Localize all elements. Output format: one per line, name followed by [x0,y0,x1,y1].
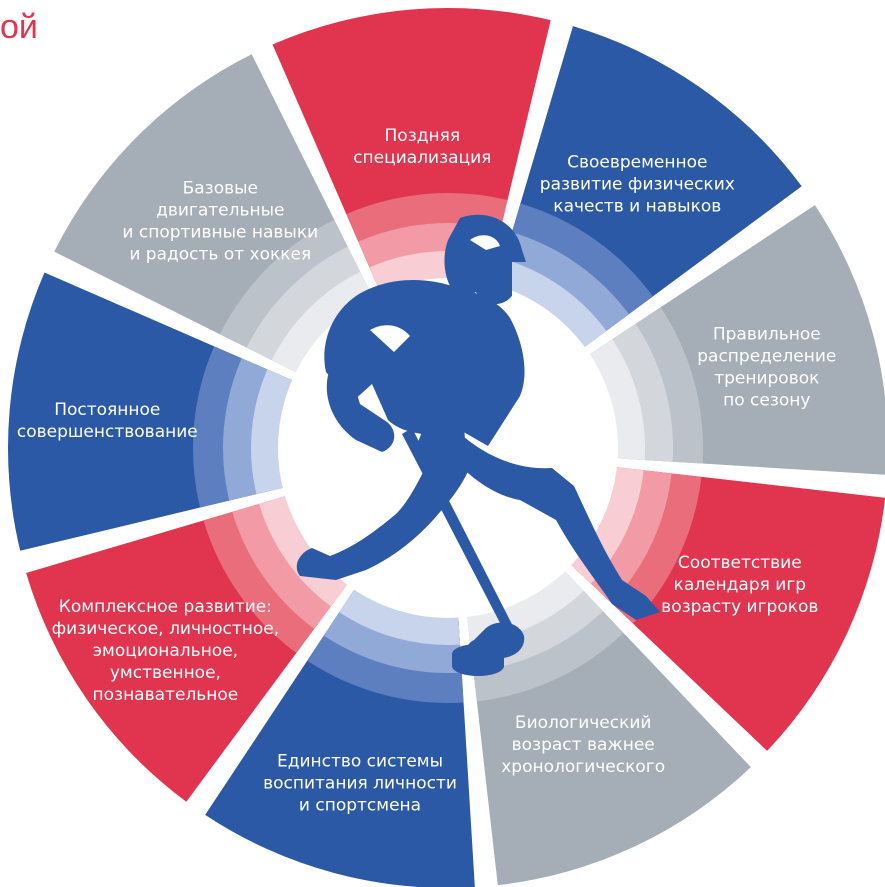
segment-5-label-line: хронологического [501,757,665,777]
segment-8-label-line: совершенствование [17,422,198,442]
segment-7-label-line: познавательное [93,685,239,705]
segment-7-label-line: умственное, [110,663,221,683]
heading-fragment: ой [0,8,38,46]
segment-7-label-line: эмоциональное, [93,641,238,661]
segment-4-label-line: возрасту игроков [661,597,818,617]
segment-3-label-line: тренировок [714,369,819,389]
segment-6-label-line: и спортсмена [299,795,421,815]
segment-3-label-line: Правильное [713,325,821,345]
segment-1-label-line: Поздняя [385,126,461,146]
segment-9-label-line: и радость от хоккея [129,244,311,264]
segment-7-label: Комплексное развитие:физическое, личност… [52,597,280,705]
player-highlights [370,235,500,352]
segment-9-label-line: двигательные [156,200,284,220]
segment-2-label-line: качеств и навыков [553,197,721,217]
segment-4-label-line: календаря игр [674,575,807,595]
segment-1-label-line: специализация [353,148,491,168]
segment-7-label-line: Комплексное развитие: [59,597,272,617]
segment-7-label-line: физическое, личностное, [52,619,280,639]
segment-9-label-line: и спортивные навыки [122,222,318,242]
segment-3-label-line: по сезону [723,391,810,411]
segment-8-label-line: Постоянное [54,400,160,420]
segment-5-label-line: Биологический [515,713,652,733]
segment-6-label-line: воспитания личности [263,773,457,793]
segment-4-label-line: Соответствие [678,553,802,573]
segment-2-label-line: Своевременное [567,153,707,173]
hockey-player-icon [296,214,660,659]
segment-5-label-line: возраст важнее [512,735,655,755]
segment-3-label-line: распределение [697,347,836,367]
segment-6-label-line: Единство системы [277,751,443,771]
segment-9-label-line: Базовые [183,178,258,198]
puck-icon [452,644,504,676]
segment-2-label-line: развитие физических [540,175,735,195]
